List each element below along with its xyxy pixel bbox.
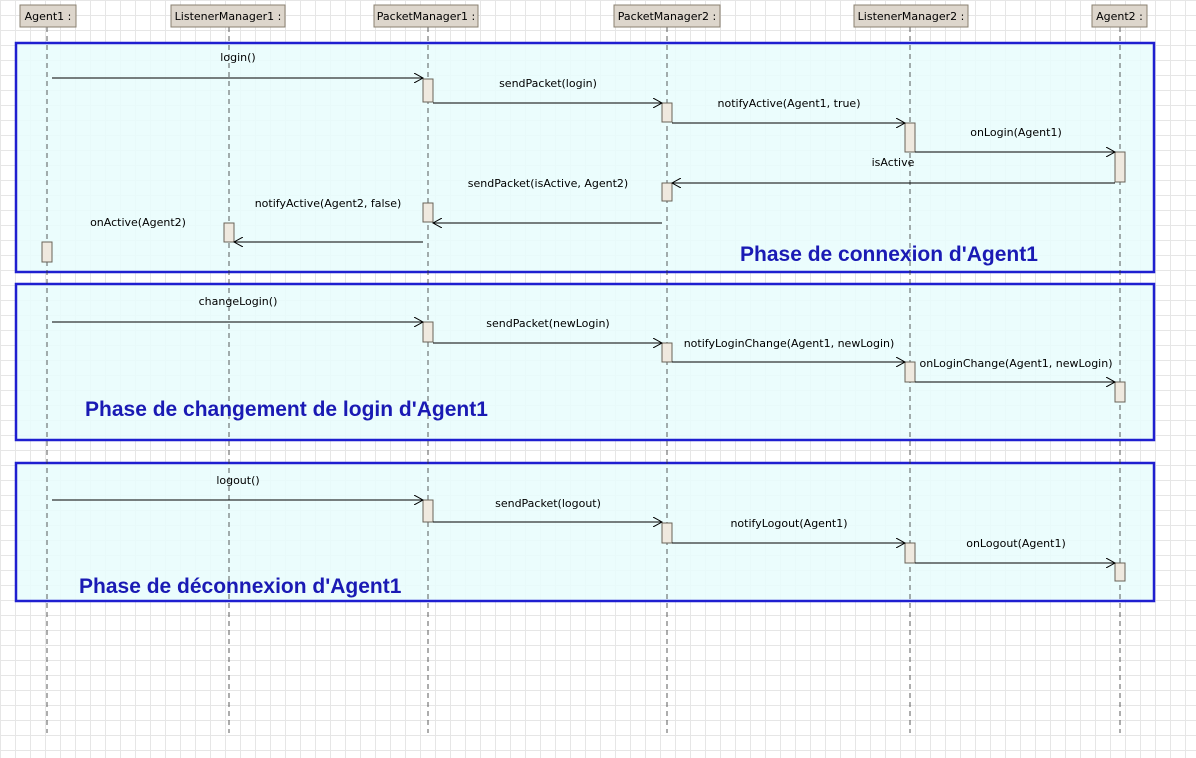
message-label-5: notifyActive(Agent2, false) (255, 197, 402, 210)
message-label-12: logout() (216, 474, 259, 487)
activation-pm2-13[interactable] (661, 522, 673, 544)
message-label-4: sendPacket(isActive, Agent2) (468, 177, 628, 190)
lifeline-head-lm2[interactable] (853, 4, 969, 28)
lifeline-head-pm2[interactable] (613, 4, 721, 28)
message-label-15: onLogout(Agent1) (966, 537, 1066, 550)
phase-label-connexion: Phase de connexion d'Agent1 (740, 243, 1038, 266)
phase-label-changement: Phase de changement de login d'Agent1 (85, 398, 488, 421)
message-label-14: notifyLogout(Agent1) (730, 517, 847, 530)
message-label-3: onLogin(Agent1) (970, 126, 1062, 139)
phase-frame-deconnexion (14, 461, 1156, 603)
phase-frame-changement (14, 282, 1156, 442)
lifeline-label-pm1: PacketManager1 : (377, 10, 475, 23)
activation-lm2-10[interactable] (904, 361, 916, 383)
message-label-11: onLoginChange(Agent1, newLogin) (919, 357, 1112, 370)
activation-pm2-1[interactable] (661, 102, 673, 123)
message-label-2: notifyActive(Agent1, true) (718, 97, 861, 110)
activation-pm1-0[interactable] (422, 78, 434, 103)
lifeline-head-pm1[interactable] (373, 4, 479, 28)
message-label-1: sendPacket(login) (499, 77, 597, 90)
lifeline-label-a1: Agent1 : (25, 10, 72, 23)
activation-pm2-9[interactable] (661, 342, 673, 363)
message-label-13: sendPacket(logout) (495, 497, 601, 510)
lifeline-head-a2[interactable] (1091, 4, 1148, 28)
activation-a2-11[interactable] (1114, 381, 1126, 403)
activation-pm2-4[interactable] (661, 182, 673, 202)
activation-a2-3[interactable] (1114, 151, 1126, 183)
activation-pm1-5[interactable] (422, 202, 434, 223)
lifeline-label-a2: Agent2 : (1096, 10, 1143, 23)
activation-lm1-6[interactable] (223, 222, 235, 243)
message-label-8: changeLogin() (199, 295, 278, 308)
message-label-9: sendPacket(newLogin) (486, 317, 609, 330)
activation-lm2-2[interactable] (904, 122, 916, 153)
message-label-0: login() (220, 51, 255, 64)
activation-a1-7[interactable] (41, 241, 53, 263)
lifeline-label-pm2: PacketManager2 : (618, 10, 716, 23)
lifeline-label-lm1: ListenerManager1 : (175, 10, 282, 23)
message-label-10: notifyLoginChange(Agent1, newLogin) (684, 337, 895, 350)
activation-lm2-14[interactable] (904, 542, 916, 564)
lifeline-head-lm1[interactable] (170, 4, 286, 28)
activation-pm1-12[interactable] (422, 499, 434, 523)
activation-a2-15[interactable] (1114, 562, 1126, 582)
lifeline-head-a1[interactable] (19, 4, 77, 28)
phase-label-deconnexion: Phase de déconnexion d'Agent1 (79, 575, 402, 598)
message-label-6: onActive(Agent2) (90, 216, 186, 229)
activation-pm1-8[interactable] (422, 321, 434, 343)
phase-frame-connexion (14, 41, 1156, 274)
note-label-0: isActive (872, 156, 915, 169)
lifeline-label-lm2: ListenerManager2 : (858, 10, 965, 23)
